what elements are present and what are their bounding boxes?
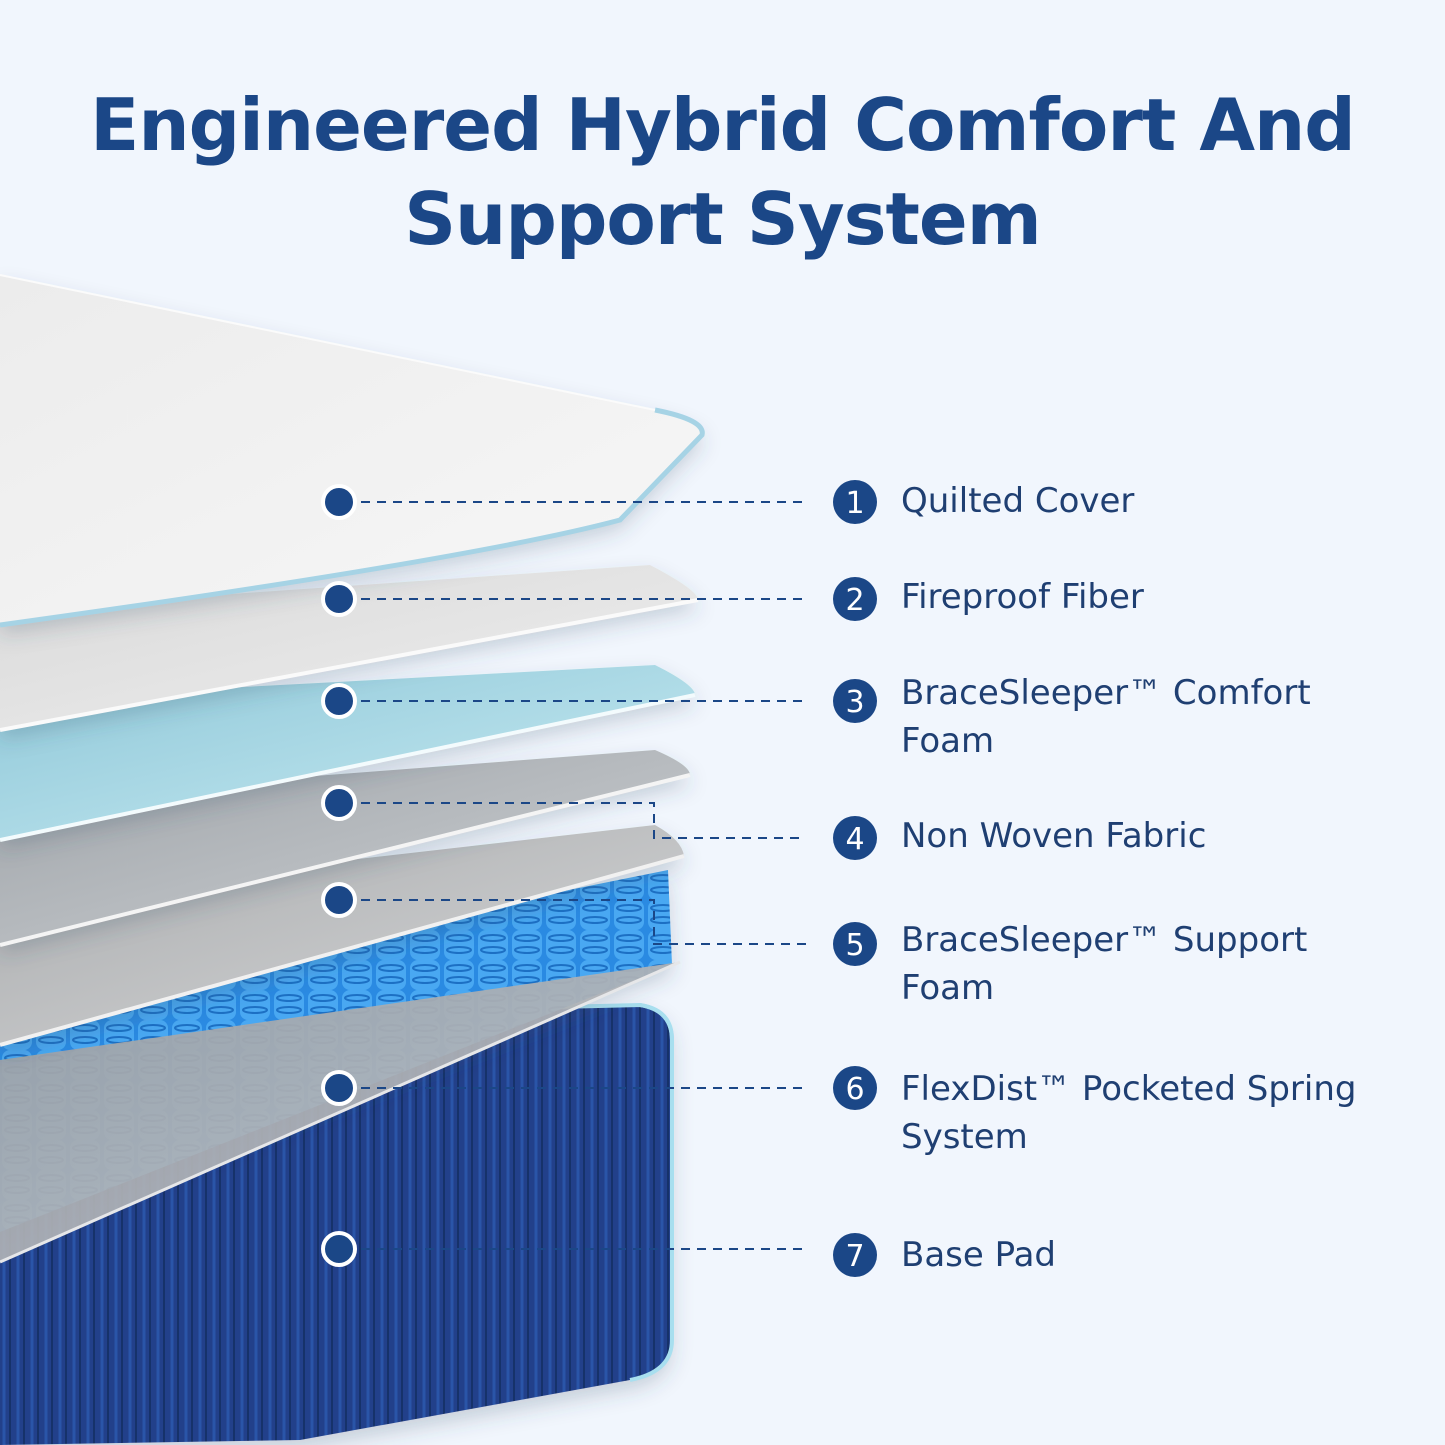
- layer-number-badge-1: [833, 480, 877, 524]
- leader-line-4: [361, 802, 806, 839]
- layer-number-1: 1: [845, 486, 864, 521]
- layer-number-5: 5: [845, 928, 864, 963]
- pocketed-spring-layer: [0, 870, 681, 1264]
- layer-number-3: 3: [845, 685, 864, 720]
- layer-marker-dot-2: [321, 581, 357, 617]
- support-foam-layer: [0, 825, 685, 1047]
- layer-label-5: BraceSleeper™ Support Foam: [901, 920, 1308, 1008]
- layer-label-3: BraceSleeper™ Comfort Foam: [901, 673, 1311, 761]
- layer-number-badge-4: [833, 816, 877, 860]
- layer-label-6: FlexDist™ Pocketed Spring System: [901, 1069, 1357, 1157]
- layer-label-4: Non Woven Fabric: [901, 816, 1207, 856]
- comfort-foam-layer: [0, 665, 696, 842]
- layer-marker-dot-7: [321, 1231, 357, 1267]
- layer-label-7: Base Pad: [901, 1235, 1056, 1275]
- fireproof-fiber-layer: [0, 565, 699, 732]
- layer-marker-dot-5: [321, 882, 357, 918]
- layer-number-badge-7: [833, 1233, 877, 1277]
- layer-marker-dot-6: [321, 1070, 357, 1106]
- leader-line-5: [361, 899, 806, 945]
- layer-label-1: Quilted Cover: [901, 481, 1135, 521]
- page-title: Engineered Hybrid Comfort And Support Sy…: [90, 83, 1356, 261]
- layer-marker-dot-3: [321, 683, 357, 719]
- layer-number-4: 4: [845, 822, 864, 857]
- layer-number-2: 2: [845, 583, 864, 618]
- layer-number-badge-2: [833, 577, 877, 621]
- layer-number-7: 7: [845, 1239, 864, 1274]
- layer-marker-dot-4: [321, 785, 357, 821]
- layer-number-badge-5: [833, 922, 877, 966]
- layer-number-badge-3: [833, 679, 877, 723]
- layer-number-badge-6: [833, 1066, 877, 1110]
- quilted-cover-layer: [0, 274, 705, 628]
- layer-number-6: 6: [845, 1072, 864, 1107]
- layer-marker-dot-1: [321, 484, 357, 520]
- layer-label-2: Fireproof Fiber: [901, 577, 1144, 617]
